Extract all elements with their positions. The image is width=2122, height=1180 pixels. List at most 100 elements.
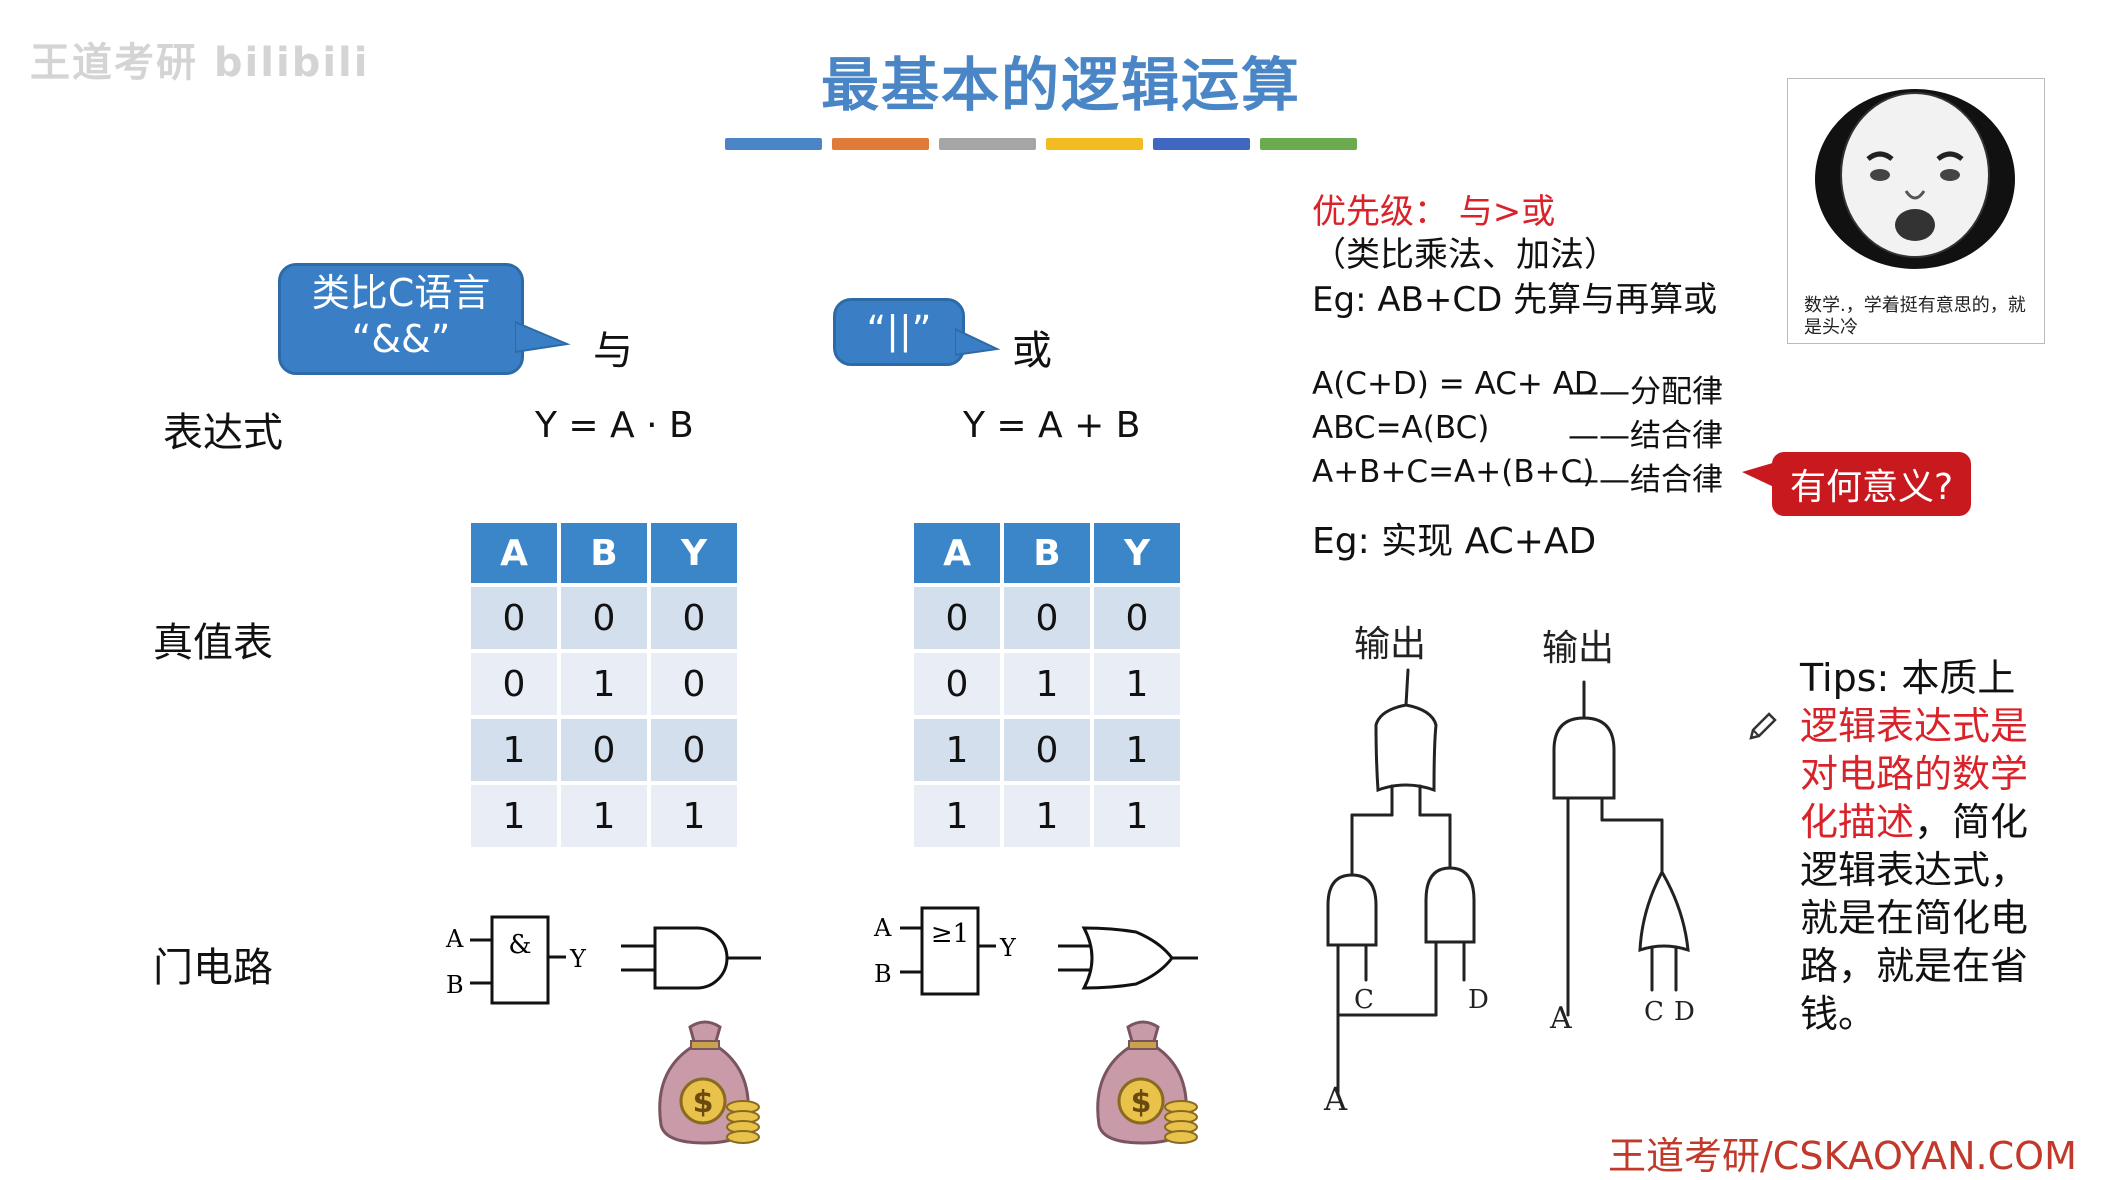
sketch-output-label: 输出 — [1542, 628, 1614, 669]
priority-rule: 优先级： 与>或 — [1312, 192, 1556, 232]
law-name: ——结合律 — [1568, 418, 1723, 454]
table-header: Y — [651, 523, 737, 583]
tips-line: 对电路的数学 — [1800, 752, 2029, 796]
tips-red-text: 化描述 — [1800, 800, 1915, 844]
color-bar — [1046, 138, 1143, 150]
table-cell: 0 — [1004, 587, 1090, 649]
bubble-line: “&&” — [351, 317, 451, 361]
gate-input-a: A — [445, 925, 464, 953]
table-cell: 1 — [914, 719, 1000, 781]
table-cell: 1 — [1004, 785, 1090, 847]
tips-line: Tips: 本质上 — [1800, 656, 2016, 700]
footer-brand: 王道考研/CSKAOYAN.COM — [1608, 1134, 2077, 1178]
sketch-input-label: C — [1354, 985, 1374, 1015]
priority-analogy: （类比乘法、加法） — [1312, 235, 1618, 275]
table-cell: 0 — [1094, 587, 1180, 649]
table-cell: 0 — [651, 719, 737, 781]
gate-output-y: Y — [569, 945, 587, 973]
color-bar — [939, 138, 1036, 150]
gate-input-b: B — [874, 960, 892, 988]
law-name: ——分配律 — [1568, 374, 1723, 410]
color-bar — [725, 138, 822, 150]
table-header: A — [471, 523, 557, 583]
table-cell: 1 — [914, 785, 1000, 847]
row-label-truth-table: 真值表 — [153, 620, 273, 666]
sketch-input-label: D — [1468, 985, 1489, 1015]
color-bar — [1260, 138, 1357, 150]
color-bar — [832, 138, 929, 150]
table-header: B — [1004, 523, 1090, 583]
table-header: B — [561, 523, 647, 583]
table-header: Y — [1094, 523, 1180, 583]
table-cell: 1 — [1094, 785, 1180, 847]
meaning-badge: 有何意义? — [1772, 452, 1972, 516]
table-header: A — [914, 523, 1000, 583]
table-cell: 1 — [1004, 653, 1090, 715]
sketch-input-label: D — [1674, 997, 1695, 1027]
table-cell: 0 — [561, 719, 647, 781]
law-name: ——结合律 — [1568, 462, 1723, 498]
gate-output-y: Y — [999, 934, 1017, 962]
table-cell: 0 — [651, 587, 737, 649]
table-cell: 0 — [1004, 719, 1090, 781]
table-cell: 1 — [1094, 719, 1180, 781]
tips-line: 逻辑表达式是 — [1800, 704, 2029, 748]
law-expression: A(C+D) = AC+ AD — [1312, 366, 1598, 402]
table-cell: 1 — [471, 785, 557, 847]
sketch-input-label: A — [1549, 1001, 1572, 1036]
table-cell: 1 — [561, 653, 647, 715]
table-cell: 1 — [651, 785, 737, 847]
example-1: Eg: AB+CD 先算与再算或 — [1312, 280, 1718, 320]
meme-image: 数学.，学着挺有意思的，就是头冷 — [1787, 78, 2045, 344]
meme-face-icon — [1788, 79, 2042, 279]
table-cell: 0 — [914, 653, 1000, 715]
badge-pointer — [1742, 462, 1776, 488]
slide-title: 最基本的逻辑运算 — [820, 51, 1301, 119]
svg-text:$: $ — [693, 1085, 714, 1120]
handdrawn-circuit-sketch: 输出 输出 A C D A C D — [1323, 624, 1695, 1118]
tips-line: 逻辑表达式， — [1800, 848, 2029, 892]
row-label-expression: 表达式 — [163, 410, 283, 456]
sketch-output-label: 输出 — [1354, 624, 1426, 665]
tips-line: 钱。 — [1800, 992, 1877, 1036]
sketch-input-label: A — [1323, 1080, 1348, 1118]
tips-line: 化描述，简化 — [1800, 798, 2100, 846]
or-op-name: 或 — [1012, 328, 1052, 374]
table-cell: 1 — [1094, 653, 1180, 715]
table-cell: 0 — [651, 653, 737, 715]
tips-line: 路，就是在省 — [1800, 944, 2029, 988]
tips-line: 就是在简化电 — [1800, 896, 2029, 940]
table-cell: 0 — [471, 587, 557, 649]
row-label-gate: 门电路 — [153, 945, 273, 991]
law-expression: ABC=A(BC) — [1312, 410, 1490, 446]
or-analogy-bubble: “||” — [833, 298, 965, 366]
gate-input-a: A — [873, 914, 892, 942]
and-gate-us-symbol — [621, 926, 761, 990]
title-color-bars — [725, 138, 1357, 150]
and-analogy-bubble: 类比C语言 “&&” — [278, 263, 524, 375]
law-expression: A+B+C=A+(B+C) — [1312, 454, 1595, 490]
gate-symbol-label: ≥1 — [931, 919, 969, 949]
table-cell: 1 — [561, 785, 647, 847]
and-expression: Y = A · B — [535, 405, 694, 446]
example-2: Eg: 实现 AC+AD — [1312, 521, 1597, 562]
or-expression: Y = A + B — [963, 405, 1141, 446]
table-cell: 0 — [914, 587, 1000, 649]
table-cell: 1 — [471, 719, 557, 781]
table-cell: 0 — [561, 587, 647, 649]
gate-symbol-label: & — [508, 930, 531, 960]
gate-input-b: B — [446, 971, 464, 999]
or-gate-iec-symbol: ≥1 A B Y — [873, 906, 1017, 996]
svg-text:$: $ — [1131, 1085, 1152, 1120]
or-gate-us-symbol — [1058, 926, 1198, 990]
meme-caption: 数学.，学着挺有意思的，就是头冷 — [1804, 295, 2026, 338]
